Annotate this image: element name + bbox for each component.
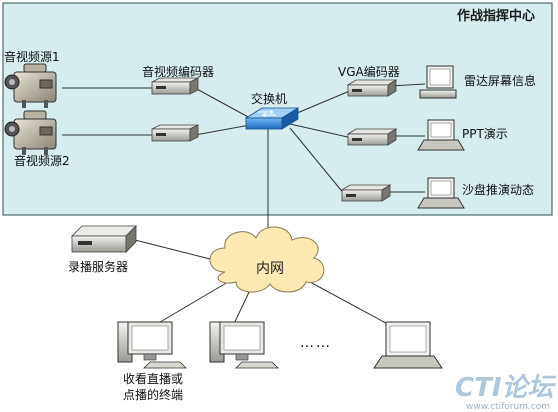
link-intranet-terminal1 bbox=[149, 281, 229, 329]
source-2-label: 音视频源2 bbox=[14, 154, 70, 168]
vga-encoder-label: VGA编码器 bbox=[338, 65, 400, 79]
link-server-intranet bbox=[134, 239, 223, 263]
link-switch-vga1 bbox=[289, 89, 353, 117]
switch-icon bbox=[244, 107, 300, 130]
more-terminals-ellipsis: …… bbox=[300, 335, 332, 351]
link-switch-vga2 bbox=[289, 123, 353, 139]
vga-encoder-device-icon bbox=[346, 79, 398, 97]
ctiforum-logo: CTI论坛 www.ctiforum.com bbox=[455, 373, 556, 412]
desktop-terminal-icon bbox=[209, 321, 279, 369]
output-sandtable-label: 沙盘推演动态 bbox=[462, 183, 535, 197]
encoder-device-icon bbox=[151, 77, 199, 95]
vga-encoder-device-icon bbox=[340, 184, 392, 202]
link-encoder2-switch bbox=[194, 124, 251, 136]
terminals-label-line2: 点播的终端 bbox=[122, 388, 183, 402]
switch-label: 交换机 bbox=[251, 92, 288, 106]
watermark-url: www.ctiforum.com bbox=[466, 402, 550, 412]
terminals-label-line1: 收看直播或 bbox=[122, 372, 183, 386]
camera-icon bbox=[4, 110, 57, 155]
link-intranet-laptop bbox=[309, 281, 396, 329]
laptop-terminal-icon bbox=[373, 321, 443, 369]
output-radar-label: 雷达屏幕信息 bbox=[464, 74, 537, 88]
intranet-label: 内网 bbox=[256, 261, 284, 277]
intranet-cloud-icon bbox=[209, 226, 325, 293]
laptop-icon bbox=[417, 177, 465, 209]
desktop-terminal-icon bbox=[117, 321, 187, 369]
output-ppt-label: PPT演示 bbox=[462, 127, 508, 141]
source-1-label: 音视频源1 bbox=[4, 50, 60, 64]
vga-encoder-device-icon bbox=[346, 128, 398, 146]
encoder-label: 音视频编码器 bbox=[142, 65, 215, 79]
command-center-title: 作战指挥中心 bbox=[457, 9, 536, 24]
encoder-device-icon bbox=[151, 124, 199, 142]
desktop-computer-icon bbox=[419, 65, 457, 99]
recording-server-label: 录播服务器 bbox=[68, 260, 129, 274]
laptop-icon bbox=[417, 119, 465, 151]
server-icon bbox=[71, 225, 137, 253]
watermark-brand: CTI论坛 bbox=[455, 373, 556, 403]
link-switch-vga3 bbox=[289, 127, 346, 196]
link-encoder1-switch bbox=[194, 87, 251, 119]
camera-icon bbox=[4, 63, 57, 108]
